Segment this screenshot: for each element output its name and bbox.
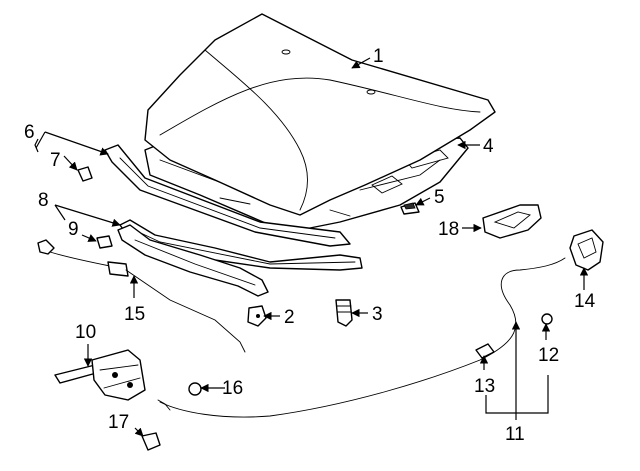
callout-17: 17 bbox=[108, 412, 129, 433]
callout-8: 8 bbox=[38, 190, 49, 211]
callout-10: 10 bbox=[75, 322, 96, 343]
callout-7: 7 bbox=[50, 150, 61, 171]
callout-18: 18 bbox=[438, 219, 459, 240]
callout-11: 11 bbox=[505, 424, 525, 445]
callout-5: 5 bbox=[434, 187, 445, 208]
latch-bracket-part-18 bbox=[482, 204, 542, 239]
hood-support-rod bbox=[37, 239, 246, 353]
nut-part-17 bbox=[141, 432, 161, 451]
callout-16: 16 bbox=[222, 378, 243, 399]
callout-9: 9 bbox=[68, 219, 79, 240]
release-handle-part-14 bbox=[569, 229, 604, 271]
clip-part-9 bbox=[96, 235, 113, 249]
callout-14: 14 bbox=[574, 291, 596, 312]
clip-part-13 bbox=[475, 343, 495, 359]
callout-1: 1 bbox=[373, 46, 384, 67]
callout-4: 4 bbox=[483, 136, 494, 157]
callout-2: 2 bbox=[284, 307, 295, 328]
hood-deflector bbox=[117, 224, 269, 297]
hood-seal-upper bbox=[104, 144, 351, 247]
callout-15: 15 bbox=[124, 304, 145, 325]
callout-13: 13 bbox=[474, 376, 495, 397]
stopper-part-3 bbox=[335, 299, 353, 327]
callout-labels: 1 2 3 4 5 6 7 8 9 10 11 12 13 14 15 16 1… bbox=[24, 46, 596, 445]
release-cable-part-11 bbox=[157, 257, 566, 418]
clip-part-7 bbox=[77, 166, 93, 182]
clip-part-12 bbox=[541, 313, 553, 325]
callout-6: 6 bbox=[24, 122, 35, 143]
cushion-part-5 bbox=[400, 202, 420, 215]
callout-12: 12 bbox=[538, 345, 559, 366]
leader-lines bbox=[34, 57, 589, 437]
clip-part-2 bbox=[247, 305, 267, 327]
grommet-part-16 bbox=[188, 382, 202, 396]
callout-3: 3 bbox=[372, 304, 383, 325]
hood-panel bbox=[144, 13, 496, 216]
hood-latch-part-10 bbox=[54, 349, 146, 401]
